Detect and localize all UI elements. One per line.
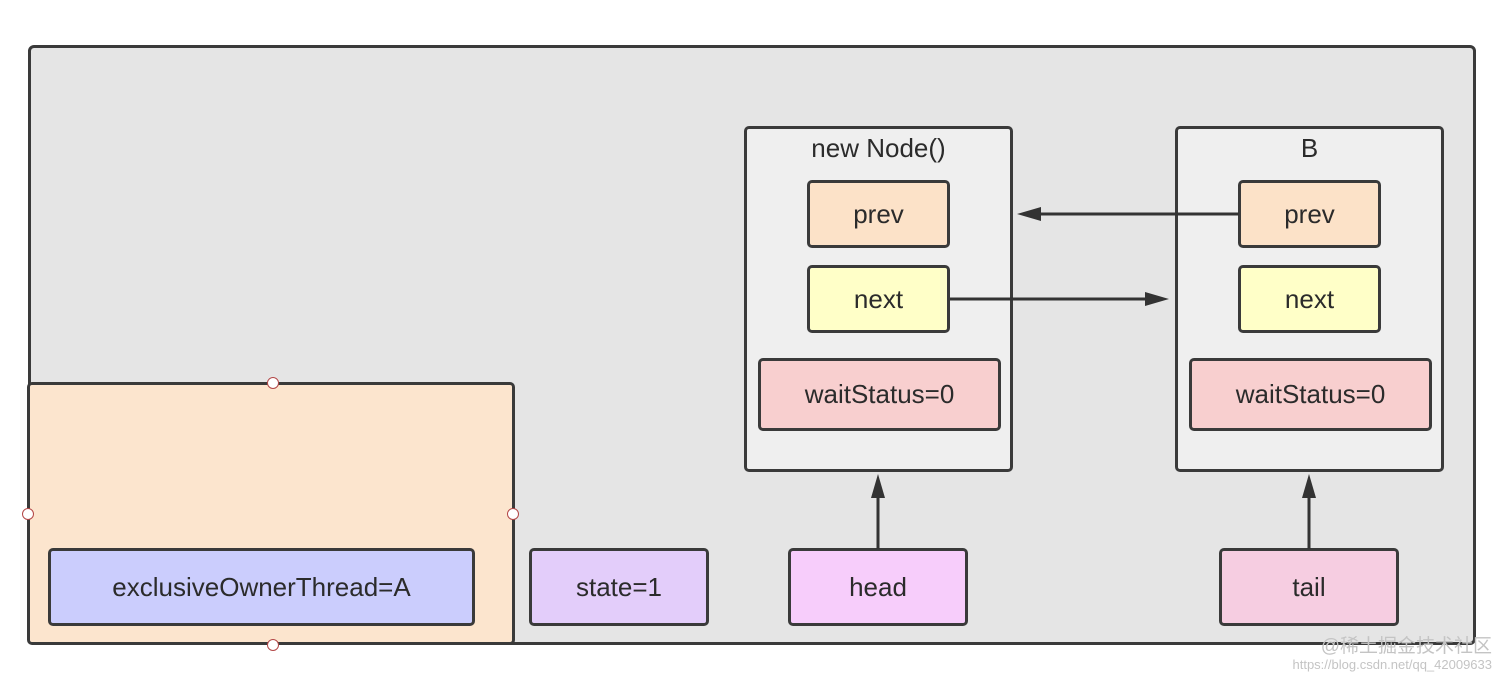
- resize-handle-right[interactable]: [507, 508, 519, 520]
- new-node-wait-status: waitStatus=0: [758, 358, 1001, 431]
- b-wait-status: waitStatus=0: [1189, 358, 1432, 431]
- head-pointer: head: [788, 548, 968, 626]
- state-field: state=1: [529, 548, 709, 626]
- resize-handle-left[interactable]: [22, 508, 34, 520]
- tail-pointer: tail: [1219, 548, 1399, 626]
- b-next: next: [1238, 265, 1381, 333]
- b-prev: prev: [1238, 180, 1381, 248]
- edge-b-prev-to-new-node: [1017, 207, 1239, 221]
- watermark-line2: https://blog.csdn.net/qq_42009633: [1292, 656, 1493, 672]
- new-node-next: next: [807, 265, 950, 333]
- resize-handle-bottom[interactable]: [267, 639, 279, 651]
- node-title: new Node(): [811, 133, 946, 163]
- resize-handle-top[interactable]: [267, 377, 279, 389]
- new-node-prev: prev: [807, 180, 950, 248]
- exclusive-owner-thread: exclusiveOwnerThread=A: [48, 548, 475, 626]
- edge-tail-to-b: [1302, 474, 1316, 549]
- edge-head-to-new-node: [871, 474, 885, 549]
- watermark: @稀土掘金技术社区 https://blog.csdn.net/qq_42009…: [1293, 636, 1493, 673]
- node-title: B: [1300, 133, 1319, 163]
- watermark-line1: @稀土掘金技术社区: [1320, 636, 1492, 657]
- edge-new-node-next-to-b: [950, 292, 1169, 306]
